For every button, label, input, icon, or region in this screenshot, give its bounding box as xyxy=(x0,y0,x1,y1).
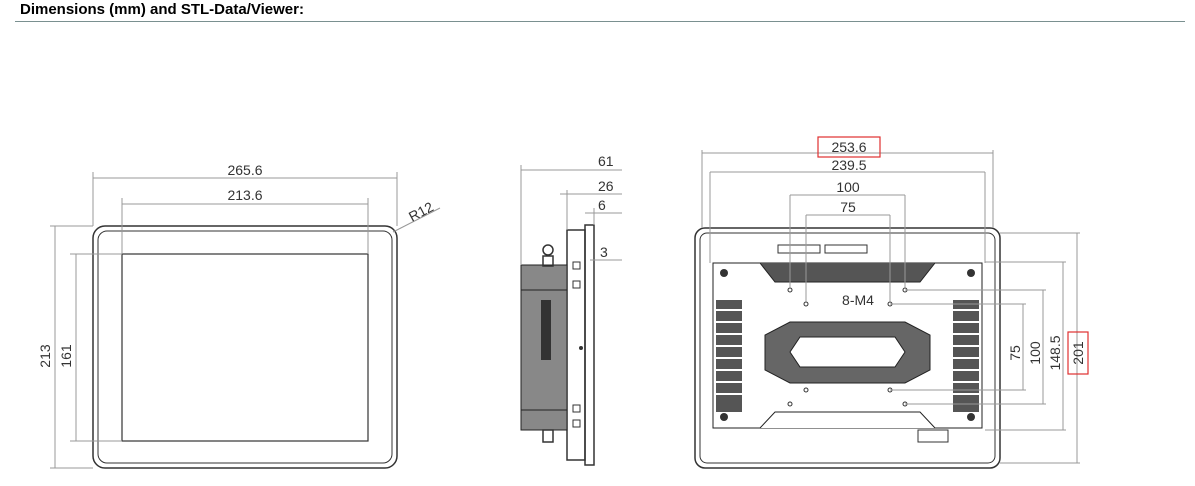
front-view: 265.6 213.6 R12 213 161 xyxy=(37,162,441,469)
highlight-box-height xyxy=(1067,331,1089,375)
vesa-width-100: 100 xyxy=(836,179,860,195)
vesa-height-75: 75 xyxy=(1007,345,1023,361)
front-height-inner: 161 xyxy=(58,344,74,368)
rear-view: 253.6 239.5 100 75 8-M4 75 100 148.5 201 xyxy=(694,136,1089,469)
front-width-outer: 265.6 xyxy=(227,162,262,178)
side-depth-panel: 6 xyxy=(598,197,606,213)
corner-radius: R12 xyxy=(406,198,436,224)
header-divider xyxy=(15,21,1185,22)
side-view: 61 26 6 3 xyxy=(520,153,622,466)
side-depth-bezel: 3 xyxy=(600,244,608,260)
side-depth-total: 61 xyxy=(598,153,614,169)
side-depth-mid: 26 xyxy=(598,178,614,194)
vesa-height-100: 100 xyxy=(1027,341,1043,365)
section-title: Dimensions (mm) and STL-Data/Viewer: xyxy=(20,1,304,18)
rear-width-cutout: 239.5 xyxy=(831,157,866,173)
rear-height-cutout: 148.5 xyxy=(1047,335,1063,370)
front-height-outer: 213 xyxy=(37,344,53,368)
vesa-width-75: 75 xyxy=(840,199,856,215)
highlight-box-width xyxy=(817,136,881,158)
rear-height-outer: 201 xyxy=(1070,341,1086,365)
front-width-inner: 213.6 xyxy=(227,187,262,203)
rear-width-outer: 253.6 xyxy=(831,139,866,155)
screw-label: 8-M4 xyxy=(842,292,874,308)
